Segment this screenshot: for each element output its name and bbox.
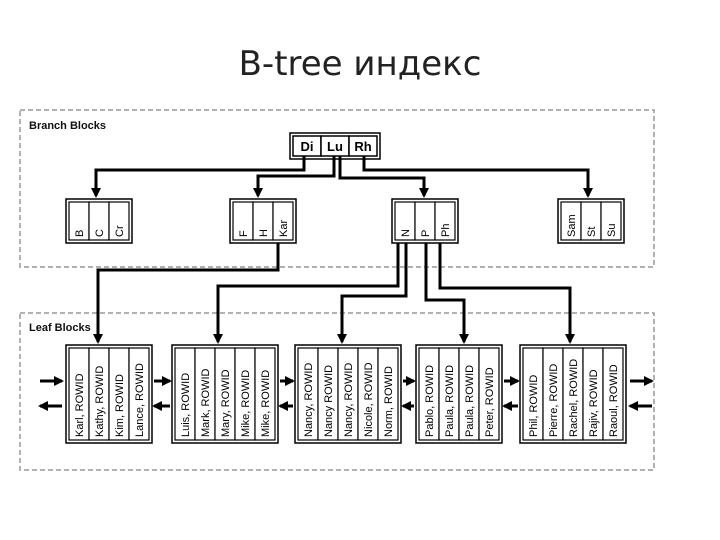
branch-key: St bbox=[586, 227, 598, 237]
branch-block: F H Kar bbox=[229, 198, 297, 244]
leaf-entry: Phil, ROWID bbox=[528, 375, 540, 437]
branch-key: Su bbox=[606, 224, 618, 237]
branch-pointer-arrow bbox=[438, 243, 575, 344]
leaf-entry: Peter, ROWID bbox=[484, 367, 496, 437]
leaf-entry: Mark, ROWID bbox=[200, 369, 212, 437]
branch-pointer-arrow bbox=[93, 243, 280, 344]
leaf-entry: Nancy, ROWID bbox=[343, 363, 355, 437]
branch-key: P bbox=[420, 230, 432, 237]
leaf-blocks: Karl, ROWID Kathy, ROWID Kim, ROWID Lance, … bbox=[65, 344, 627, 444]
branch-key: N bbox=[400, 229, 412, 237]
leaf-region-label: Leaf Blocks bbox=[29, 322, 91, 334]
leaf-block: Phil, ROWID Pierre, ROWID Rachel, ROWID Raj… bbox=[519, 344, 627, 444]
branch-pointer-arrow bbox=[424, 243, 469, 344]
leaf-entry: Paula, ROWID bbox=[444, 365, 456, 437]
branch-key: Cr bbox=[114, 225, 126, 237]
branch-region bbox=[19, 109, 655, 268]
leaf-entry: Mike, ROWID bbox=[240, 370, 252, 437]
leaf-block: Nancy, ROWID Nancy ROWID Nancy, ROWID Nicol… bbox=[294, 344, 402, 444]
leaf-entry: Rachel, ROWID bbox=[568, 359, 580, 437]
leaf-block: Luis, ROWID Mark, ROWID Mary, ROWID Mike, R… bbox=[171, 344, 279, 444]
leaf-entry: Nicole, ROWID bbox=[363, 362, 375, 437]
root-pointer-arrow bbox=[253, 156, 336, 198]
root-key: Rh bbox=[354, 139, 371, 154]
branch-pointer-arrow bbox=[213, 243, 400, 344]
leaf-entry: Pierre, ROWID bbox=[548, 364, 560, 437]
branch-key-cell bbox=[600, 201, 622, 241]
leaf-entry: Karl, ROWID bbox=[74, 373, 86, 437]
branch-key: B bbox=[74, 230, 86, 237]
branch-key: F bbox=[238, 230, 250, 237]
leaf-entry-cell bbox=[254, 347, 276, 441]
branch-key-cell bbox=[108, 201, 130, 241]
leaf-entry: Mary, ROWID bbox=[220, 369, 232, 437]
branch-region-label: Branch Blocks bbox=[29, 120, 106, 132]
leaf-entry: Kathy, ROWID bbox=[94, 366, 106, 437]
branch-key: Ph bbox=[440, 224, 452, 237]
leaf-entry-cell bbox=[128, 347, 150, 441]
root-pointer-arrow bbox=[91, 156, 306, 198]
leaf-entry: Kim, ROWID bbox=[114, 374, 126, 437]
branch-pointer-arrow bbox=[337, 243, 408, 344]
leaf-region bbox=[19, 312, 655, 471]
root-pointer-arrow bbox=[338, 156, 429, 198]
branch-key: Kar bbox=[278, 220, 290, 237]
branch-key: Sam bbox=[566, 214, 578, 237]
leaf-entry: Mike, ROWID bbox=[260, 370, 272, 437]
slide-title: B-tree индекс bbox=[238, 44, 482, 84]
leaf-entry: Nancy ROWID bbox=[323, 365, 335, 437]
root-key: Lu bbox=[327, 139, 343, 154]
leaf-entry: Luis, ROWID bbox=[180, 373, 192, 437]
leaf-entry-cell bbox=[602, 347, 624, 441]
branch-key-cell bbox=[434, 201, 456, 241]
root-key: Di bbox=[301, 139, 314, 154]
leaf-entry: Lance, ROWID bbox=[134, 363, 146, 437]
leaf-entry: Norm, ROWID bbox=[383, 366, 395, 437]
leaf-entry: Pablo, ROWID bbox=[424, 365, 436, 437]
branch-block: N P Ph bbox=[391, 198, 459, 244]
root-pointer-arrow bbox=[362, 156, 593, 198]
leaf-entry: Nancy, ROWID bbox=[303, 363, 315, 437]
leaf-entry: Rajiv, ROWID bbox=[588, 369, 600, 437]
leaf-entry-cell bbox=[377, 347, 399, 441]
leaf-block: Pablo, ROWID Paula, ROWID Paula, ROWID Pete… bbox=[415, 344, 503, 444]
leaf-block: Karl, ROWID Kathy, ROWID Kim, ROWID Lance, … bbox=[65, 344, 153, 444]
branch-key-cell bbox=[272, 201, 294, 241]
leaf-entry: Paula, ROWID bbox=[464, 365, 476, 437]
branch-key: H bbox=[258, 229, 270, 237]
leaf-entry-cell bbox=[478, 347, 500, 441]
pointer-arrows bbox=[38, 156, 654, 411]
root-block: Di Lu Rh bbox=[289, 132, 381, 160]
branch-block: B C Cr bbox=[65, 198, 133, 244]
leaf-entry: Raoul, ROWID bbox=[608, 364, 620, 437]
branch-key: C bbox=[94, 229, 106, 237]
